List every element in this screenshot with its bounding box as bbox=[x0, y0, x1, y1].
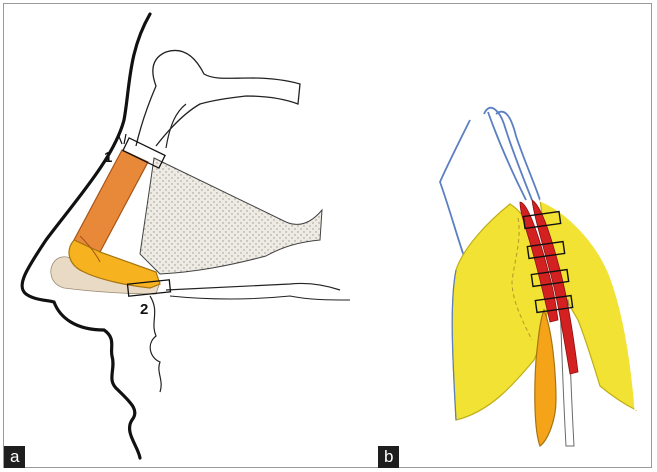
panel-label-a: a bbox=[4, 446, 25, 468]
panel-label-b: b bbox=[378, 446, 399, 468]
marker-1: 1 bbox=[104, 149, 112, 166]
suture-tail-1 bbox=[118, 134, 126, 144]
septum-stipple-area bbox=[140, 158, 322, 274]
tongue-outline bbox=[170, 296, 350, 300]
lower-outline bbox=[150, 296, 161, 392]
sinus-outline bbox=[166, 104, 186, 148]
panel-a-drawing: 1 2 bbox=[22, 14, 350, 458]
panel-b-drawing bbox=[440, 108, 636, 446]
nasal-bone-outline bbox=[136, 50, 300, 146]
palate-outline bbox=[166, 283, 340, 290]
marker-2: 2 bbox=[140, 301, 148, 318]
